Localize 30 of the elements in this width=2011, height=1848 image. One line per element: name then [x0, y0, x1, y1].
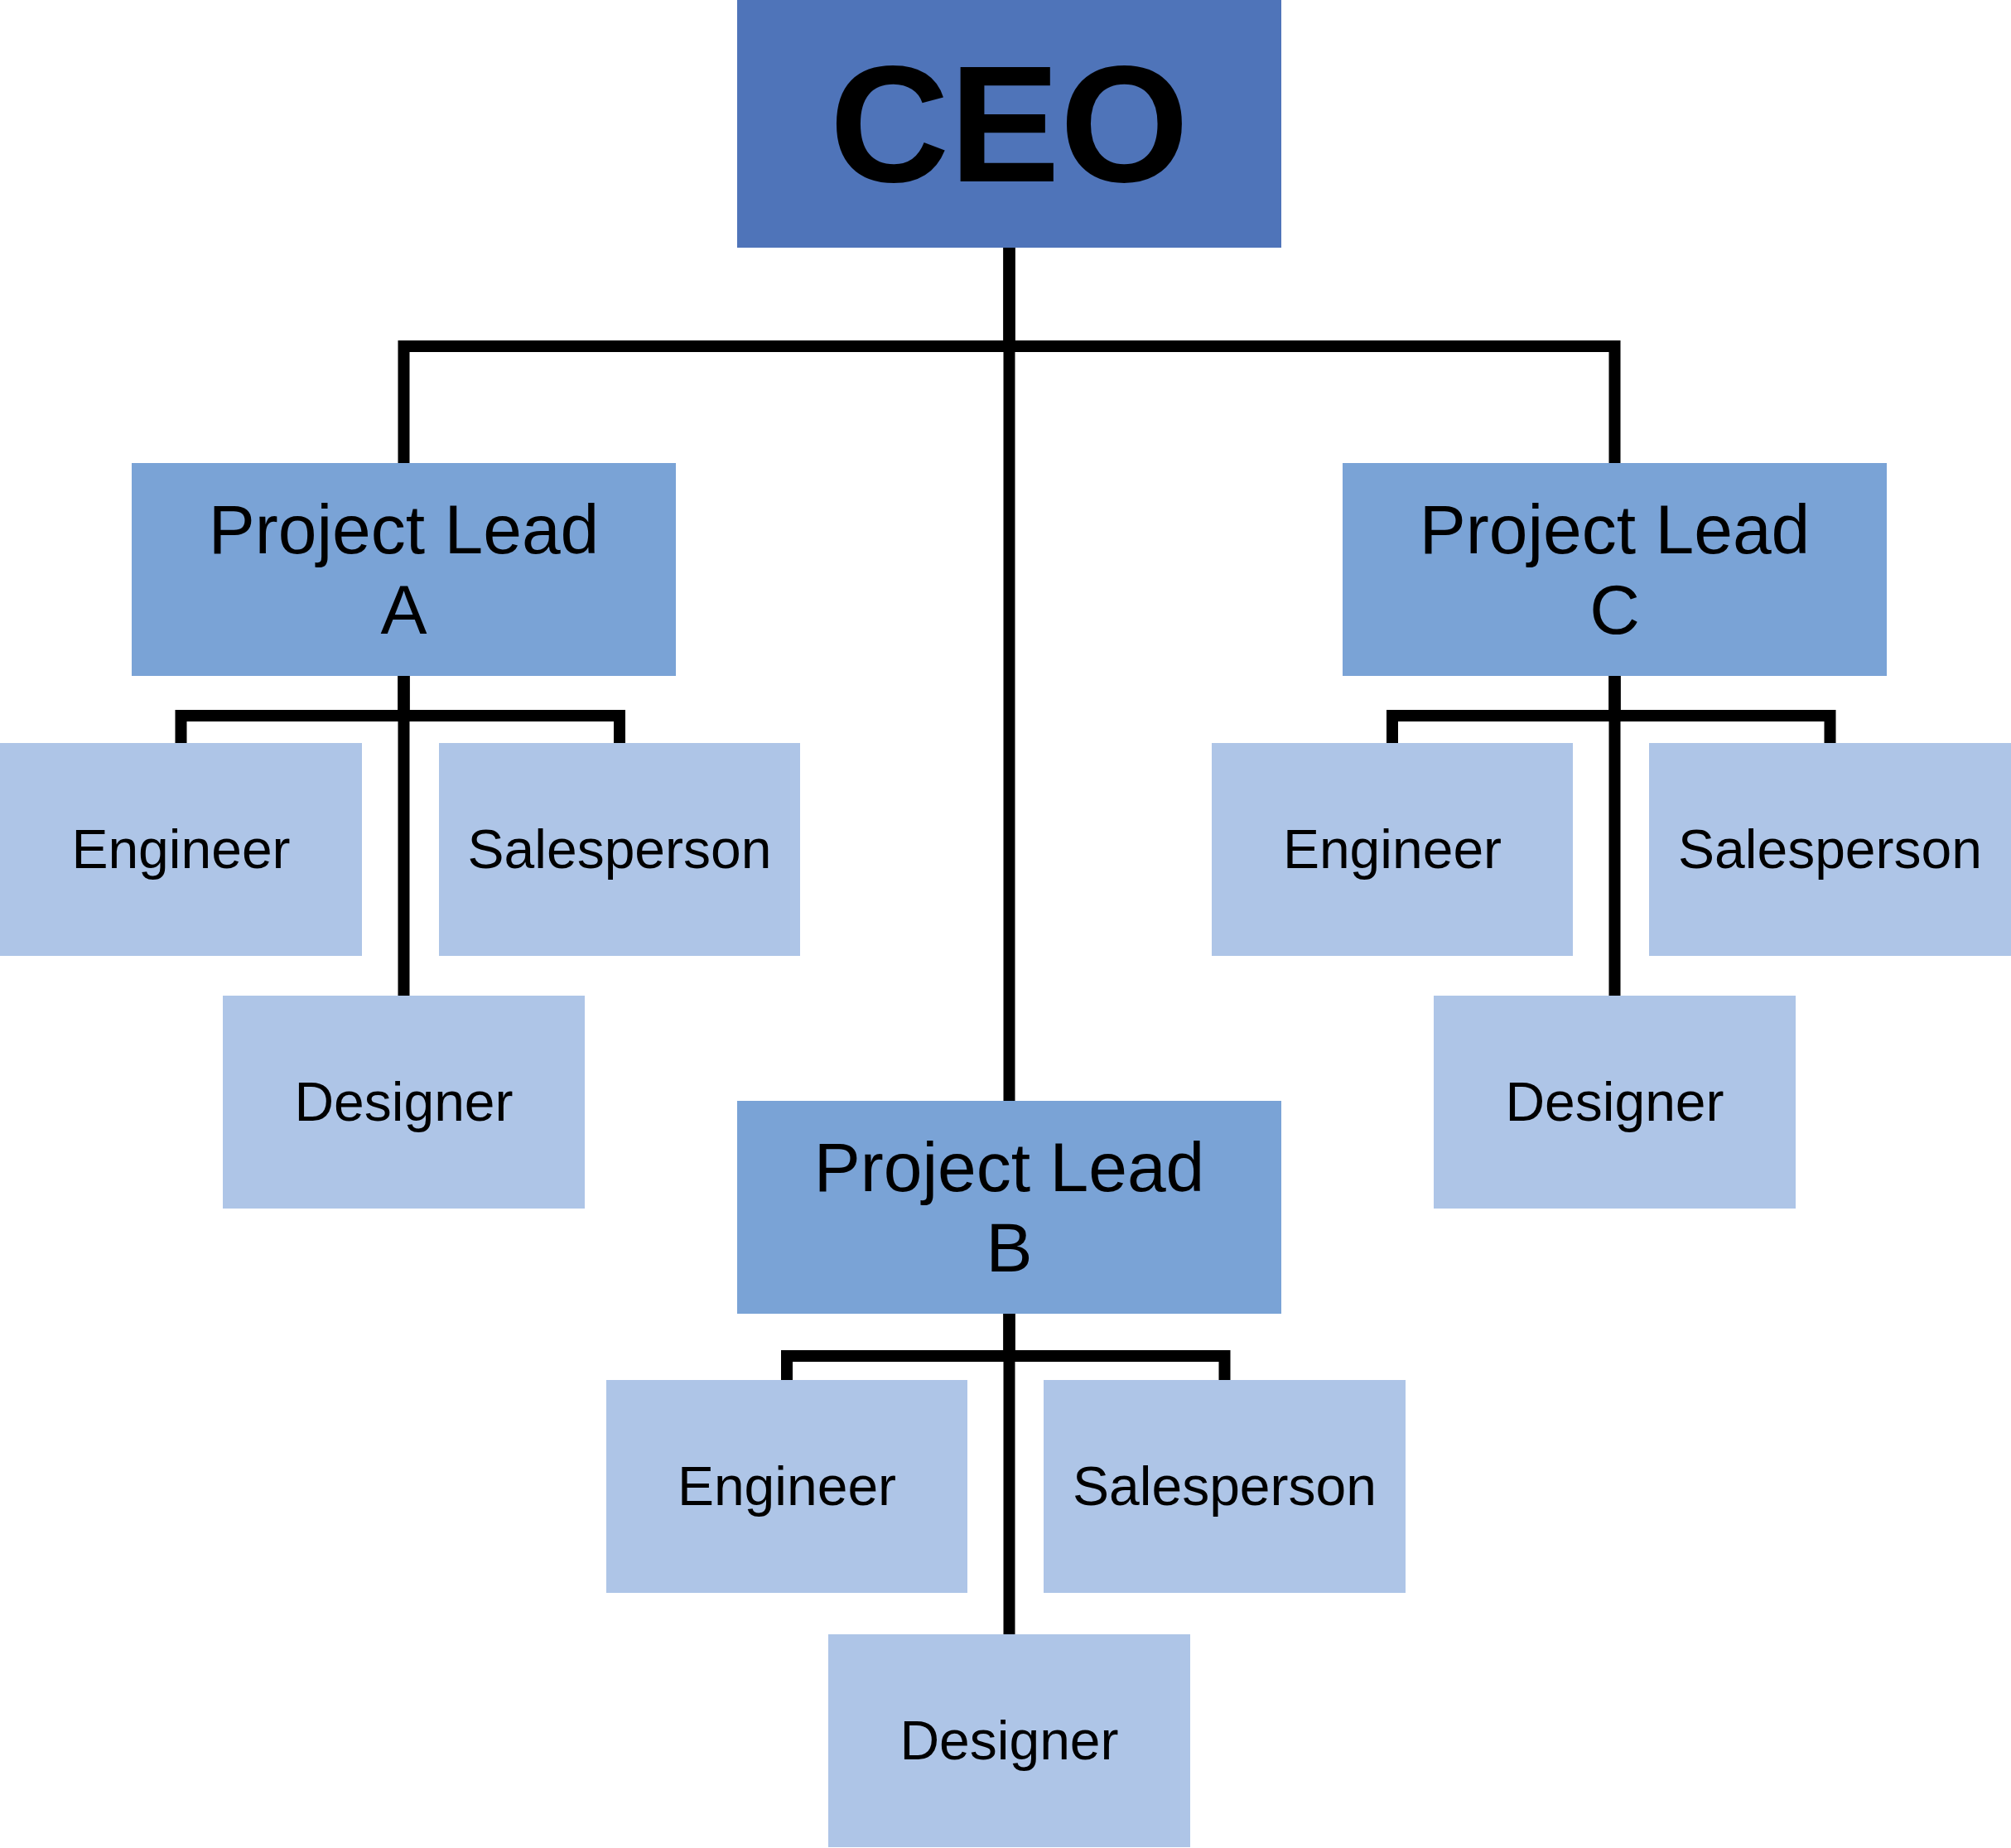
org-chart-box [1343, 463, 1887, 676]
connector-line [398, 676, 410, 996]
connector-line [1608, 676, 1621, 996]
role-label: Designer [1505, 1070, 1724, 1134]
role-label: Engineer [1282, 818, 1502, 881]
org-chart-box [1434, 996, 1796, 1209]
org-chart-box [737, 0, 1281, 248]
org-chart-box [439, 743, 800, 956]
org-chart-box [1649, 743, 2011, 956]
org-chart-box [0, 743, 362, 956]
role-label: Project Lead C [1418, 489, 1811, 650]
role-label: Salesperson [1678, 818, 1982, 881]
role-label: Engineer [677, 1455, 897, 1518]
connector-line [1003, 1314, 1015, 1634]
role-label: Project Lead B [813, 1127, 1206, 1288]
connector-line [1003, 248, 1015, 1101]
role-label: CEO [829, 30, 1189, 218]
role-label: Designer [899, 1709, 1119, 1773]
org-chart-box [1044, 1380, 1406, 1593]
role-label: Salesperson [1073, 1455, 1377, 1518]
org-chart-box [1212, 743, 1573, 956]
org-chart-box [223, 996, 585, 1209]
role-label: Project Lead A [207, 489, 600, 650]
org-chart-box [606, 1380, 967, 1593]
role-label: Salesperson [467, 818, 772, 881]
org-chart-box [132, 463, 676, 676]
role-label: Designer [294, 1070, 514, 1134]
role-label: Engineer [71, 818, 291, 881]
org-chart-box [828, 1634, 1190, 1847]
org-chart-box [737, 1101, 1281, 1314]
